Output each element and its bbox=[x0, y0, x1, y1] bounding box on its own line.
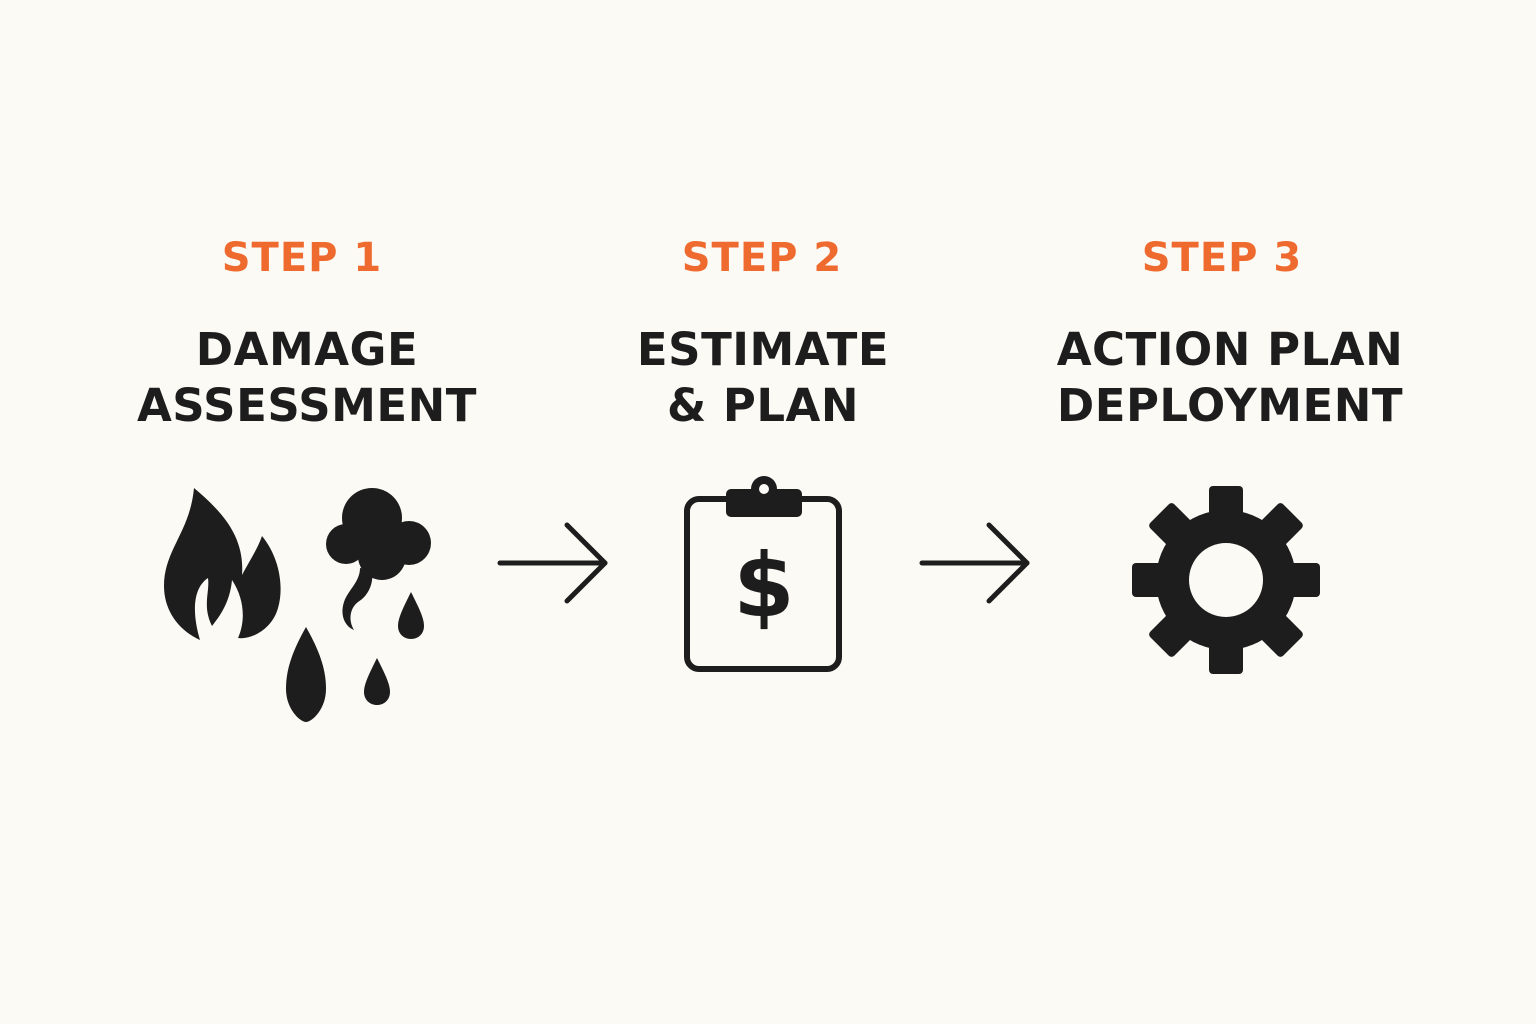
step-1-title: DAMAGE ASSESSMENT bbox=[107, 322, 507, 434]
step-1-title-line-2: ASSESSMENT bbox=[136, 379, 478, 432]
step-3-label: STEP 3 bbox=[1141, 235, 1303, 281]
gear-icon bbox=[1130, 484, 1322, 676]
arrow-right-icon bbox=[917, 518, 1037, 608]
step-3-title: ACTION PLAN DEPLOYMENT bbox=[1030, 322, 1430, 434]
step-2-title-line-1: ESTIMATE bbox=[636, 323, 890, 376]
clipboard-dollar-icon: $ bbox=[680, 474, 848, 679]
water-drop-right-icon bbox=[398, 592, 424, 639]
fire-smoke-water-icon bbox=[150, 480, 450, 740]
dollar-sign-icon: $ bbox=[733, 534, 794, 637]
water-drop-large-icon bbox=[286, 627, 326, 722]
water-drop-small-icon bbox=[364, 658, 390, 705]
step-1-label: STEP 1 bbox=[221, 235, 383, 281]
step-3-title-line-2: DEPLOYMENT bbox=[1056, 379, 1404, 432]
step-2-label: STEP 2 bbox=[681, 235, 843, 281]
step-2-title-line-2: & PLAN bbox=[666, 379, 860, 432]
step-3-title-line-1: ACTION PLAN bbox=[1056, 323, 1404, 376]
flame-icon bbox=[164, 488, 281, 640]
arrow-right-icon bbox=[495, 518, 615, 608]
step-1-title-line-1: DAMAGE bbox=[195, 323, 419, 376]
step-2-title: ESTIMATE & PLAN bbox=[563, 322, 963, 434]
